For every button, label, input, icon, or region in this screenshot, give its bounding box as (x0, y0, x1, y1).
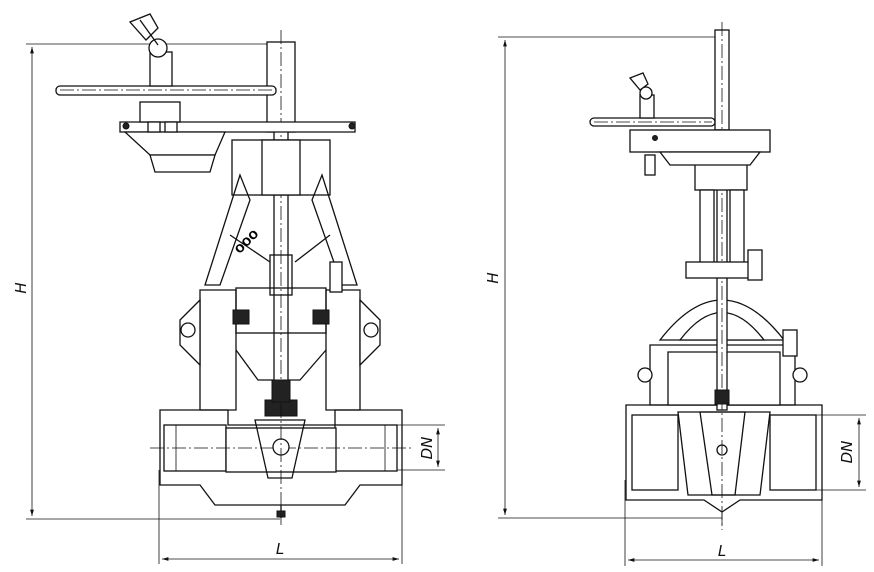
left-dn-label: DN (418, 437, 436, 460)
left-length-dimension: L (158, 470, 403, 564)
left-actuator (119, 101, 356, 196)
right-length-label: L (718, 542, 726, 560)
right-height-label: H (484, 272, 502, 283)
left-handwheel (55, 13, 277, 96)
left-length-label: L (276, 540, 284, 558)
right-handwheel (589, 72, 716, 127)
left-height-label: H (12, 282, 30, 293)
left-view: H L DN (12, 13, 445, 564)
right-view: H L DN (484, 22, 866, 566)
right-actuator (629, 129, 771, 176)
right-dn-label: DN (838, 441, 856, 464)
right-height-dimension: H (484, 36, 722, 519)
